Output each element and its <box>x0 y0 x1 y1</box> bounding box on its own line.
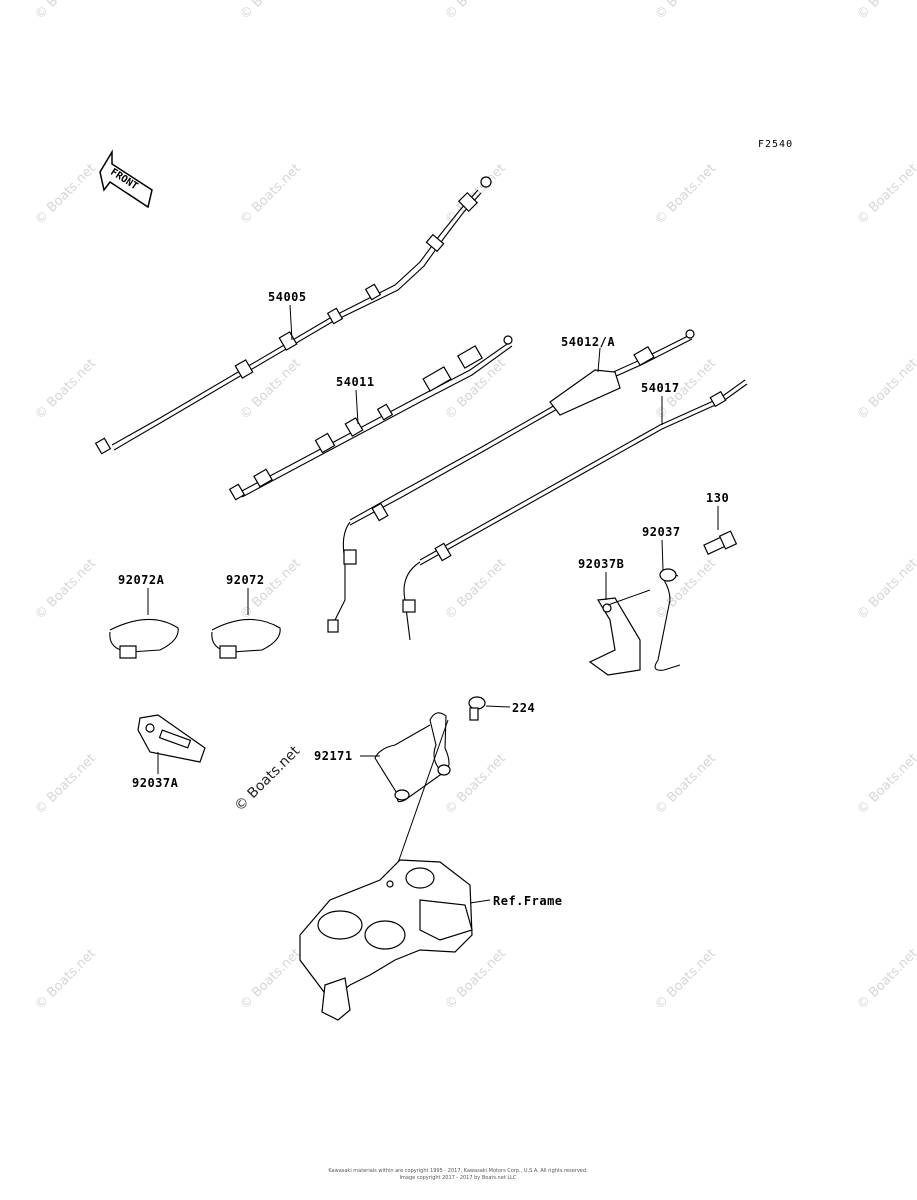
watermark: © Boats.net <box>32 0 99 23</box>
watermark: © Boats.net <box>237 161 304 228</box>
label-92171: 92171 <box>314 749 353 763</box>
figure-code: F2540 <box>758 139 793 150</box>
plate-92037a <box>137 714 206 774</box>
screw-224 <box>468 696 511 721</box>
front-arrow-icon: FRONT <box>99 149 153 209</box>
bolt-130 <box>703 506 738 555</box>
watermark: © Boats.net <box>854 161 917 228</box>
watermark: © Boats.net <box>32 946 99 1013</box>
watermark: © Boats.net <box>854 356 917 423</box>
label-ref-frame: Ref.Frame <box>493 894 563 908</box>
watermark: © Boats.net <box>652 0 719 23</box>
watermark: © Boats.net <box>237 946 304 1013</box>
cable-54011 <box>228 335 513 501</box>
watermark: © Boats.net <box>442 946 509 1013</box>
watermark: © Boats.net <box>854 751 917 818</box>
cable-54017 <box>402 379 748 641</box>
bracket-92037b <box>588 572 651 676</box>
label-54011: 54011 <box>336 375 375 389</box>
watermark: © Boats.net <box>32 751 99 818</box>
watermark: © Boats.net <box>32 161 99 228</box>
watermark: © Boats.net <box>854 946 917 1013</box>
band-92072 <box>211 588 281 659</box>
frame-bracket <box>299 859 491 1021</box>
footer-copyright: Kawasaki materials within are copyright … <box>328 1168 588 1174</box>
cable-54005 <box>94 176 492 455</box>
footer-image-credit: Image copyright 2017 - 2017 by Boats.net… <box>400 1175 517 1181</box>
watermark: © Boats.net <box>652 161 719 228</box>
watermark: © Boats.net <box>32 556 99 623</box>
label-54005: 54005 <box>268 290 307 304</box>
label-130: 130 <box>706 491 729 505</box>
watermark: © Boats.net <box>652 751 719 818</box>
stay-92171 <box>360 712 451 881</box>
label-92037a: 92037A <box>132 776 179 790</box>
watermark-layer: © Boats.net © Boats.net © Boats.net © Bo… <box>32 0 917 1013</box>
label-92072a: 92072A <box>118 573 165 587</box>
watermark: © Boats.net <box>652 556 719 623</box>
watermark: © Boats.net <box>442 751 509 818</box>
label-92037: 92037 <box>642 525 681 539</box>
label-54012a: 54012/A <box>561 335 615 349</box>
watermark: © Boats.net <box>652 946 719 1013</box>
watermark: © Boats.net <box>854 556 917 623</box>
label-224: 224 <box>512 701 535 715</box>
watermark: © Boats.net <box>442 556 509 623</box>
watermark: © Boats.net <box>442 0 509 23</box>
watermark: © Boats.net <box>237 556 304 623</box>
clip-92037 <box>654 539 681 671</box>
watermark: © Boats.net <box>442 161 509 228</box>
watermark: © Boats.net <box>32 356 99 423</box>
watermark: © Boats.net <box>232 743 304 815</box>
label-92072: 92072 <box>226 573 265 587</box>
label-92037b: 92037B <box>578 557 624 571</box>
label-54017: 54017 <box>641 381 680 395</box>
cable-54012a <box>327 329 695 633</box>
watermark: © Boats.net <box>854 0 917 23</box>
band-92072a <box>109 588 179 659</box>
watermark: © Boats.net <box>237 0 304 23</box>
